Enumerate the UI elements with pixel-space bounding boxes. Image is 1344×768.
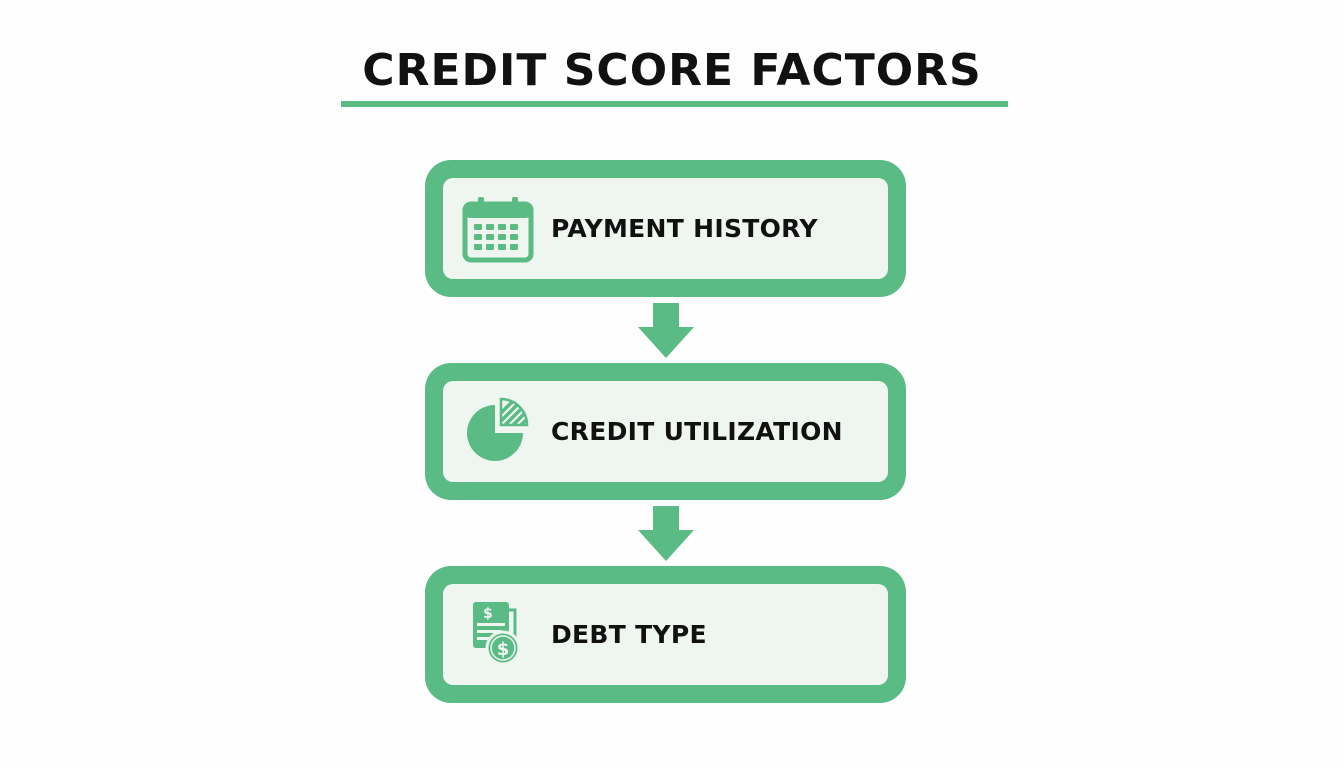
document-dollar-icon: $ $ <box>473 602 521 666</box>
step-card-inner: $ $ DEBT TYPE <box>443 584 888 685</box>
step-card-payment-history: PAYMENT HISTORY <box>425 160 906 297</box>
arrow-down-icon <box>638 506 694 561</box>
step-card-inner: CREDIT UTILIZATION <box>443 381 888 482</box>
pie-chart-icon <box>467 397 529 461</box>
step-label-payment-history: PAYMENT HISTORY <box>551 214 818 243</box>
step-label-debt-type: DEBT TYPE <box>551 620 707 649</box>
arrow-down-icon <box>638 303 694 358</box>
title-underline <box>341 101 1008 107</box>
diagram-title: CREDIT SCORE FACTORS <box>362 45 982 96</box>
svg-text:$: $ <box>497 639 510 660</box>
step-card-credit-utilization: CREDIT UTILIZATION <box>425 363 906 500</box>
svg-text:$: $ <box>483 606 493 622</box>
step-label-credit-utilization: CREDIT UTILIZATION <box>551 417 843 446</box>
step-card-debt-type: $ $ DEBT TYPE <box>425 566 906 703</box>
step-card-inner: PAYMENT HISTORY <box>443 178 888 279</box>
calendar-icon <box>462 197 534 263</box>
